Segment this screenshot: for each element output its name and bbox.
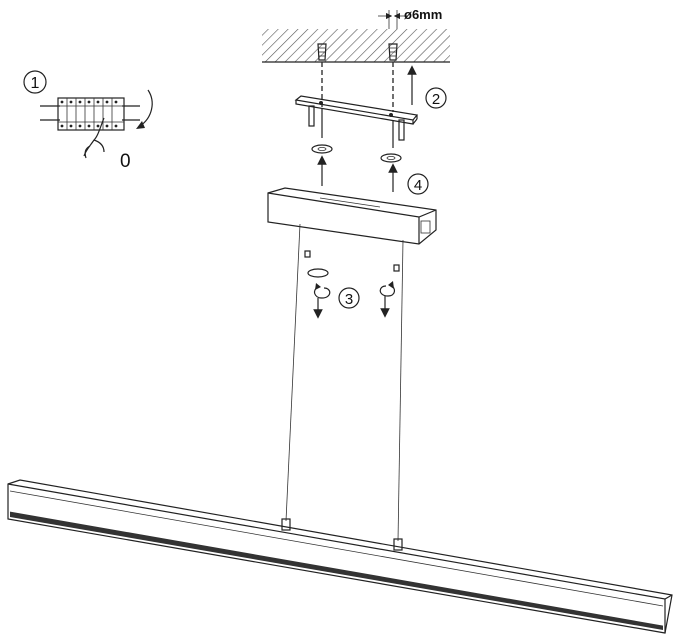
wire-clamp (393, 264, 400, 272)
step-1-badge (23, 70, 47, 94)
hand-icon (83, 117, 105, 159)
suspension-wire-left (285, 223, 301, 522)
gripper-nut (307, 268, 329, 278)
step-4-number: 4 (414, 177, 422, 194)
rotate-arrow-icon (313, 283, 331, 319)
terminal-block (40, 97, 140, 131)
curved-arrow-icon (136, 89, 153, 129)
step-4-badge (407, 173, 429, 195)
step-1-number: 1 (31, 75, 40, 92)
step-3-number: 3 (345, 291, 353, 308)
canopy (267, 187, 437, 245)
bar-clamp (281, 518, 291, 531)
mounting-bracket (294, 95, 419, 148)
gripper-nut-right (380, 153, 402, 163)
rotate-arrow-icon (379, 281, 395, 318)
wall-plug-right (388, 43, 398, 61)
drill-dimension: ø6mm (378, 7, 442, 29)
wall-plug-left (317, 43, 327, 61)
light-bar (7, 479, 673, 634)
suspension-wire-right (397, 239, 404, 542)
switch-off-label: 0 (120, 151, 131, 172)
drill-diameter-label: ø6mm (404, 7, 442, 22)
gripper-nut-left (311, 144, 333, 154)
wire-clamp (304, 250, 311, 258)
step-2-badge (425, 87, 447, 109)
step-3-badge (338, 287, 360, 309)
step-2-number: 2 (432, 91, 440, 108)
bar-clamp (393, 538, 403, 551)
ceiling (262, 29, 450, 63)
